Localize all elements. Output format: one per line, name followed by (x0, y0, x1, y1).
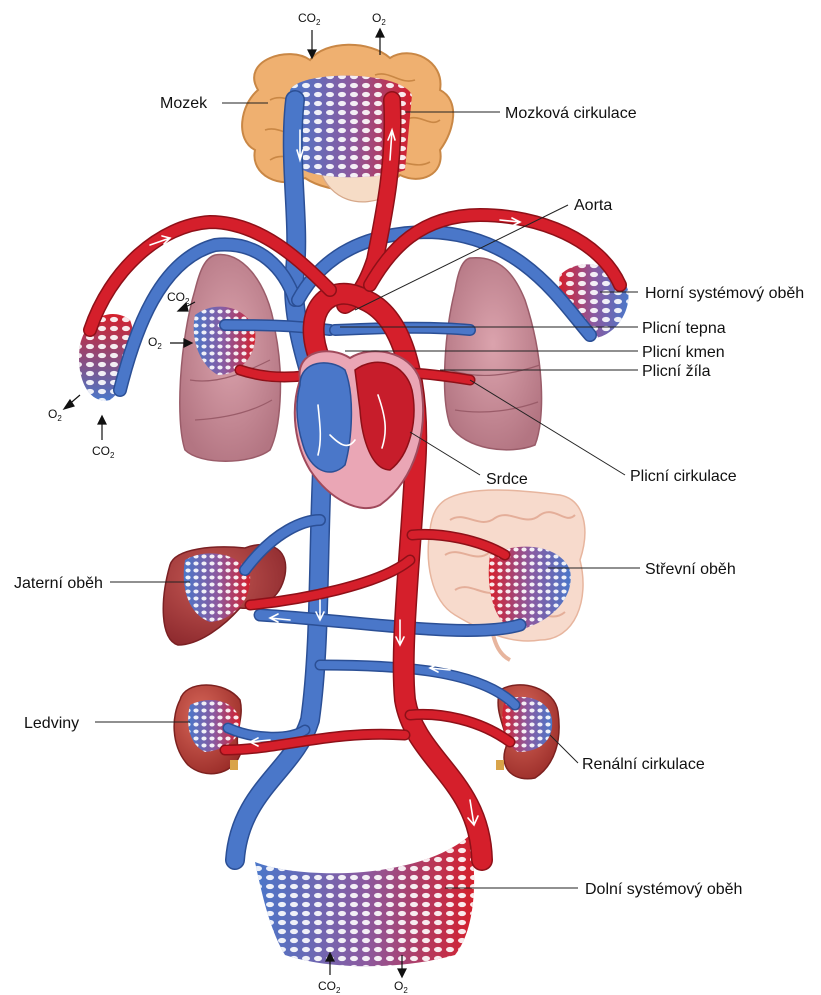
right-lung (445, 258, 542, 450)
label-strevni-obeh: Střevní oběh (645, 561, 736, 578)
label-dolni-systemovy-obeh: Dolní systémový oběh (585, 881, 742, 898)
label-plicni-kmen: Plicní kmen (642, 344, 725, 361)
o2-bottom-label: O2 (394, 979, 408, 995)
label-plicni-cirkulace: Plicní cirkulace (630, 468, 737, 485)
co2-lung-label: CO2 (167, 290, 190, 306)
label-plicni-zila: Plicní žíla (642, 363, 711, 380)
o2-lung-label: O2 (148, 335, 162, 351)
co2-bottom-label: CO2 (318, 979, 341, 995)
label-aorta: Aorta (574, 197, 612, 214)
label-renalni-cirkulace: Renální cirkulace (582, 756, 705, 773)
co2-top-label: CO2 (298, 11, 321, 27)
label-mozkova-cirkulace: Mozková cirkulace (505, 105, 637, 122)
label-mozek: Mozek (160, 95, 208, 112)
lower-capillary-bed (255, 835, 474, 966)
co2-arm-label: CO2 (92, 444, 115, 460)
label-horni-systemovy-obeh: Horní systémový oběh (645, 285, 804, 302)
label-ledviny: Ledviny (24, 715, 79, 732)
label-plicni-tepna: Plicní tepna (642, 320, 726, 337)
label-srdce: Srdce (486, 471, 528, 488)
label-jaterni-obeh: Jaterní oběh (14, 575, 103, 592)
o2-arm-label: O2 (48, 407, 62, 423)
o2-top-label: O2 (372, 11, 386, 27)
